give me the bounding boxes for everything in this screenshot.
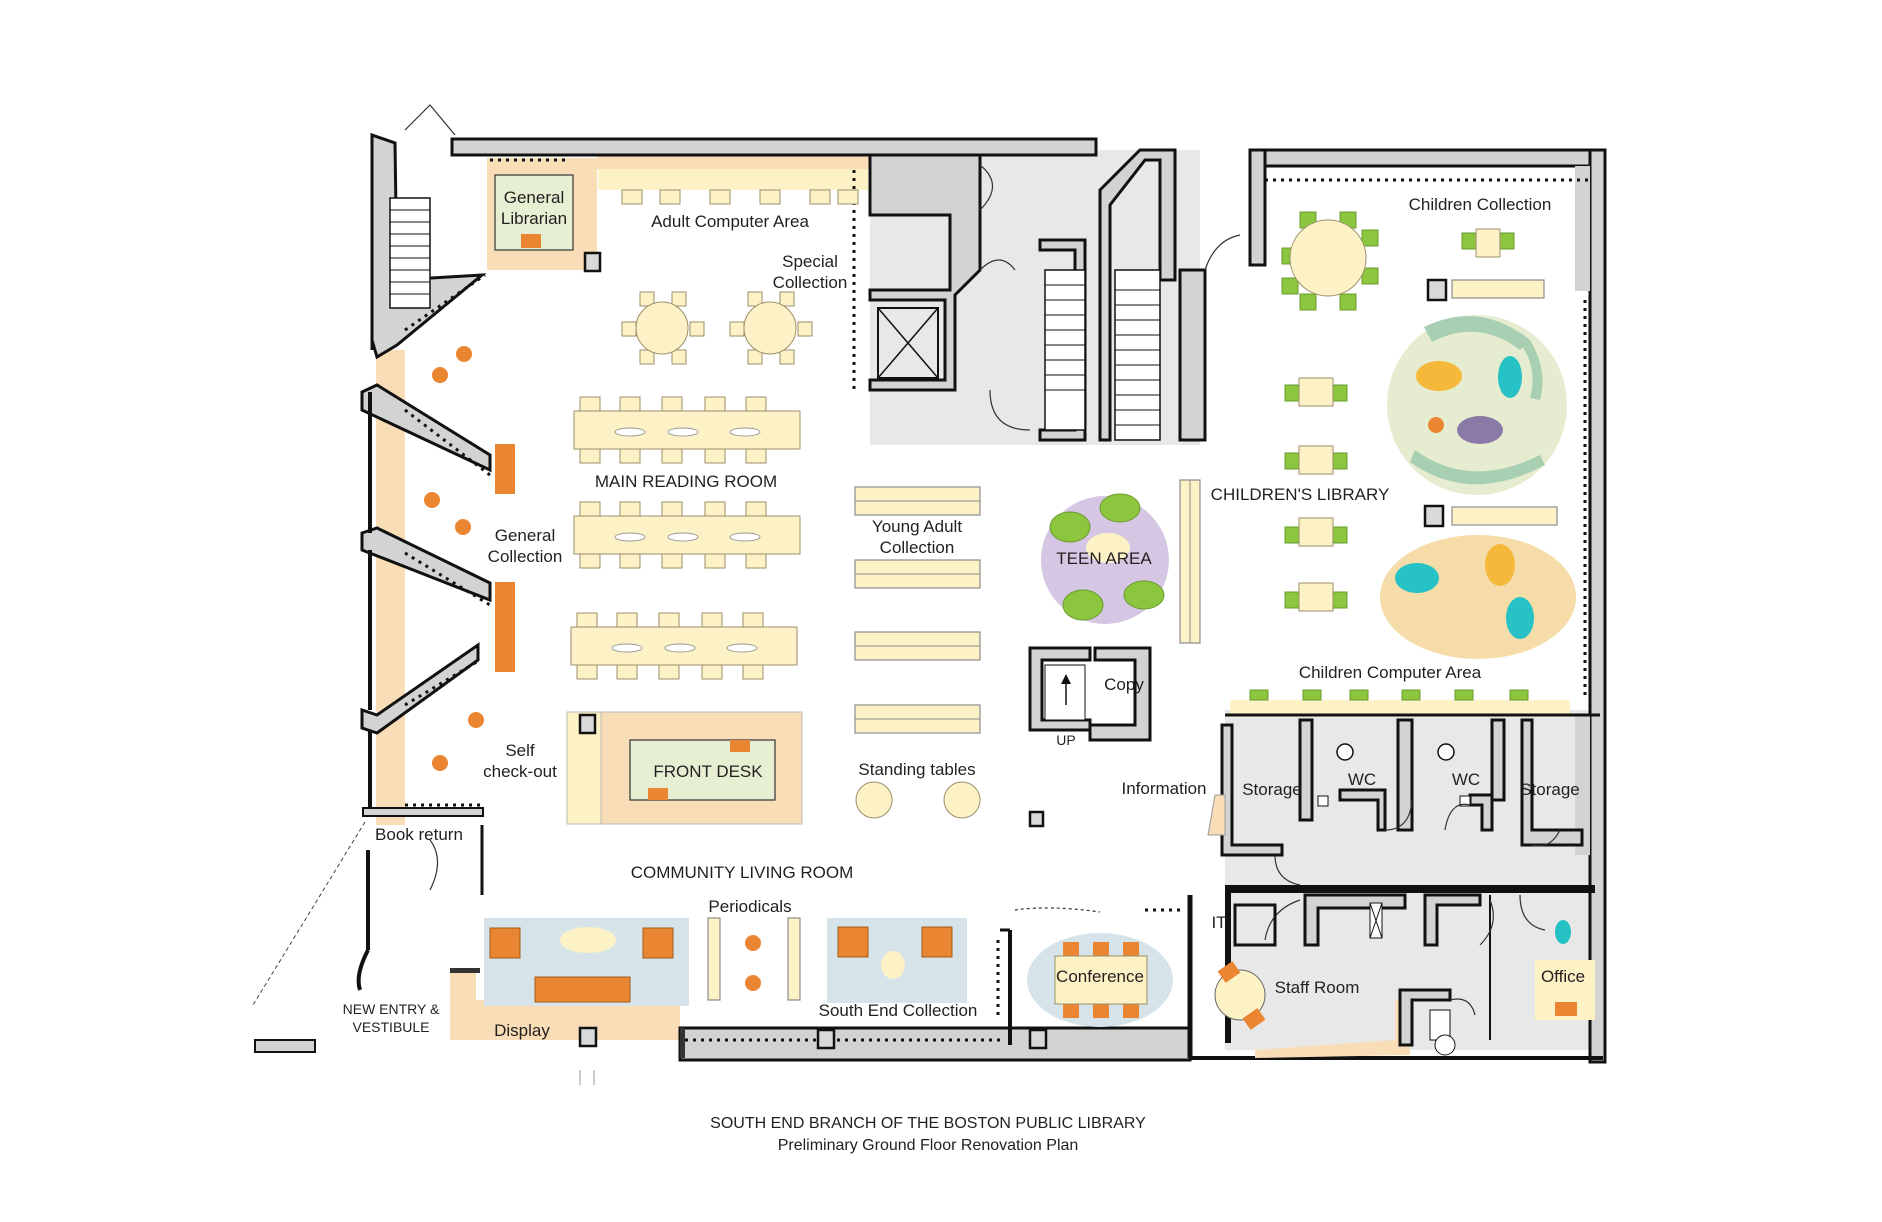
label-general-librarian-2: Librarian (501, 209, 567, 228)
round-table (729, 291, 813, 365)
label-front-desk: FRONT DESK (653, 762, 763, 781)
label-self-checkout-1: Self (505, 741, 535, 760)
conference-room (1014, 907, 1173, 1027)
label-young-adult-1: Young Adult (872, 517, 962, 536)
label-general-collection-2: Collection (488, 547, 563, 566)
vestibule-step (254, 1039, 316, 1053)
label-community-living-room: COMMUNITY LIVING ROOM (631, 863, 854, 882)
children-small-table (1461, 228, 1515, 258)
label-conference: Conference (1056, 967, 1144, 986)
label-teen-area: TEEN AREA (1056, 549, 1152, 568)
children-library (1249, 211, 1576, 701)
east-pilaster-2 (1575, 715, 1590, 855)
west-stair (389, 197, 431, 309)
label-children-collection: Children Collection (1409, 195, 1552, 214)
children-small-table (1284, 582, 1348, 612)
children-computer-strip (1230, 700, 1570, 717)
caption-title: SOUTH END BRANCH OF THE BOSTON PUBLIC LI… (710, 1115, 1146, 1132)
label-book-return: Book return (375, 825, 463, 844)
staff-rooms (1214, 713, 1600, 1058)
pillars (578, 251, 1226, 1050)
label-self-checkout-2: check-out (483, 762, 557, 781)
librarian-chair (521, 234, 541, 248)
reading-table (570, 612, 798, 680)
children-round-table (1281, 211, 1379, 311)
label-special-collection-2: Collection (773, 273, 848, 292)
adult-computer-area (621, 189, 859, 205)
special-collection-tables (621, 291, 813, 365)
stair-wall-1 (1098, 148, 1177, 442)
label-main-reading-room: MAIN READING ROOM (595, 472, 777, 491)
standing-tables (855, 781, 981, 819)
label-staff-room: Staff Room (1275, 978, 1360, 997)
round-table (621, 291, 705, 365)
label-general-collection-1: General (495, 526, 555, 545)
north-wall-east (1248, 148, 1607, 168)
label-storage-left: Storage (1242, 780, 1302, 799)
entry-header (362, 807, 484, 817)
north-wall (450, 137, 1098, 157)
west-wing-2 (360, 526, 492, 603)
front-desk-area (566, 711, 803, 825)
copy-stair (1028, 646, 1152, 742)
adult-computer-counter (597, 155, 869, 169)
label-storage-right: Storage (1520, 780, 1580, 799)
reading-tables (570, 396, 801, 680)
label-wc-right: WC (1452, 770, 1480, 789)
label-south-end-collection: South End Collection (819, 1001, 978, 1020)
children-small-table (1284, 445, 1348, 475)
label-childrens-library: CHILDREN'S LIBRARY (1211, 485, 1390, 504)
reading-table (573, 501, 801, 569)
label-wc-left: WC (1348, 770, 1376, 789)
elevator-core-wall (868, 153, 982, 392)
label-standing-tables: Standing tables (858, 760, 975, 779)
caption: SOUTH END BRANCH OF THE BOSTON PUBLIC LI… (710, 1115, 1146, 1154)
children-north-wall (1248, 148, 1267, 267)
display-strip (450, 1000, 680, 1040)
room-labels: General Librarian Adult Computer Area Sp… (343, 188, 1585, 1040)
young-adult-shelves (854, 479, 1201, 734)
display-strip-side (450, 970, 476, 1040)
label-new-entry-1: NEW ENTRY & (343, 1001, 440, 1017)
seating-dots (424, 346, 761, 991)
teen-area (1041, 493, 1169, 624)
label-special-collection-1: Special (782, 252, 838, 271)
label-young-adult-2: Collection (880, 538, 955, 557)
label-new-entry-2: VESTIBULE (352, 1019, 429, 1035)
label-adult-computer-area: Adult Computer Area (651, 212, 809, 231)
label-information: Information (1121, 779, 1206, 798)
label-display: Display (494, 1021, 550, 1040)
label-office: Office (1541, 967, 1585, 986)
label-general-librarian-1: General (504, 188, 564, 207)
label-copy: Copy (1104, 675, 1144, 694)
children-small-table (1284, 517, 1348, 547)
west-wing-3 (360, 642, 480, 735)
children-small-table (1284, 377, 1348, 407)
label-periodicals: Periodicals (708, 897, 791, 916)
label-up: UP (1056, 732, 1075, 748)
caption-subtitle: Preliminary Ground Floor Renovation Plan (778, 1137, 1079, 1154)
community-living-room (484, 917, 967, 1006)
label-children-computer-area: Children Computer Area (1299, 663, 1482, 682)
south-wall (678, 1026, 1192, 1062)
wall-hatching (390, 158, 1590, 1042)
reading-table (573, 396, 801, 464)
stair-wall-3 (1178, 268, 1207, 442)
east-wall (1588, 148, 1607, 1064)
stair-core-details (389, 148, 1241, 442)
east-pilaster-1 (1575, 166, 1590, 291)
label-it: IT (1211, 913, 1226, 932)
